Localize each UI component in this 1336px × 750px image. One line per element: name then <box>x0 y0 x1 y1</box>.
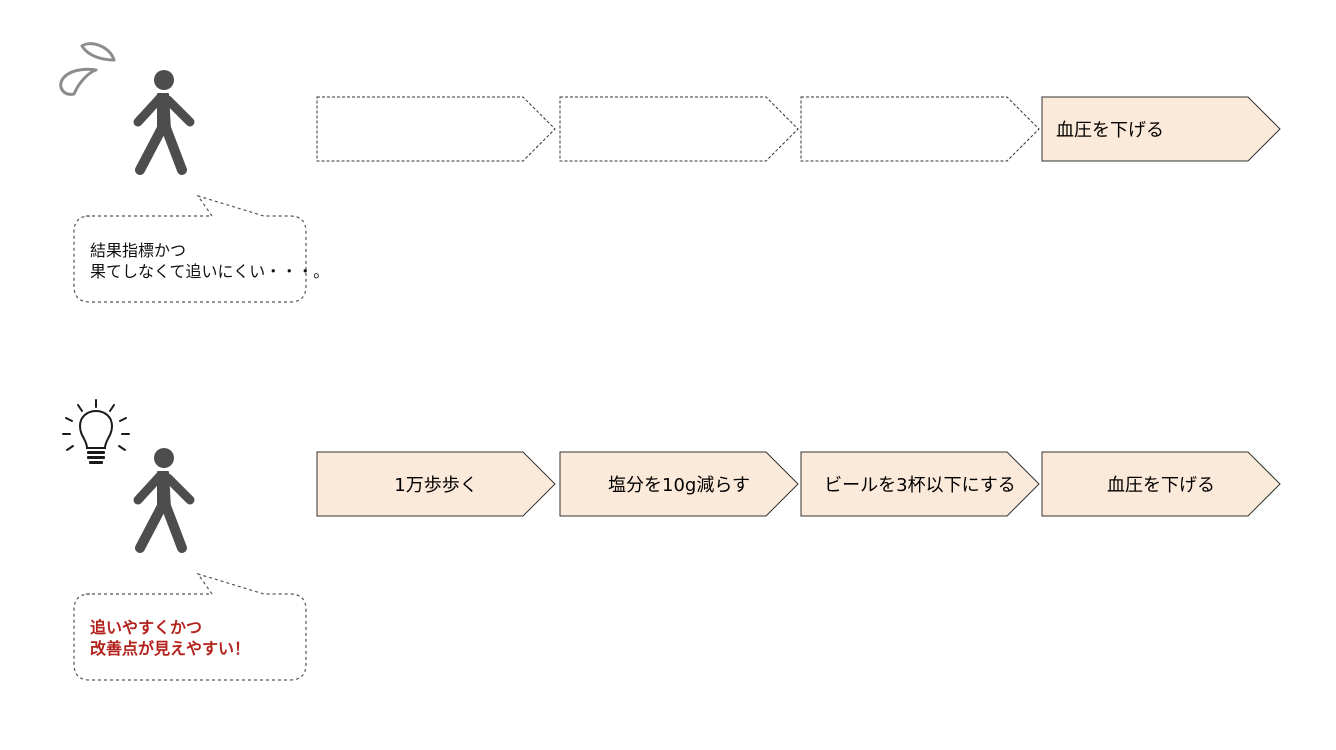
step-chevron <box>800 96 1040 162</box>
sweat-drops-icon <box>59 42 116 96</box>
step-chevron <box>1041 96 1281 162</box>
step-label: 1万歩歩く <box>394 475 478 496</box>
step-label: ビールを3杯以下にする <box>824 475 1016 496</box>
step-chevron <box>800 451 1040 517</box>
step-chevron <box>316 96 556 162</box>
bubble-line: 改善点が見えやすい！ <box>90 639 251 658</box>
bubble-line: 追いやすくかつ <box>90 618 203 637</box>
walking-person-icon <box>133 448 195 553</box>
step-chevron <box>1041 451 1281 517</box>
step-chevron <box>559 451 799 517</box>
step-chevron <box>316 451 556 517</box>
bubble-text: 結果指標かつ 果てしなくて追いにくい・・・。 <box>90 240 329 282</box>
lightbulb-icon <box>62 399 130 464</box>
bubble-line: 結果指標かつ <box>90 241 187 260</box>
walking-person-icon <box>133 70 195 175</box>
step-label: 塩分を10g減らす <box>608 475 750 496</box>
bubble-text: 追いやすくかつ 改善点が見えやすい！ <box>90 617 250 659</box>
step-label: 血圧を下げる <box>1056 120 1164 141</box>
step-label: 血圧を下げる <box>1107 475 1215 496</box>
step-chevron <box>559 96 799 162</box>
bubble-line: 果てしなくて追いにくい・・・。 <box>90 262 330 281</box>
